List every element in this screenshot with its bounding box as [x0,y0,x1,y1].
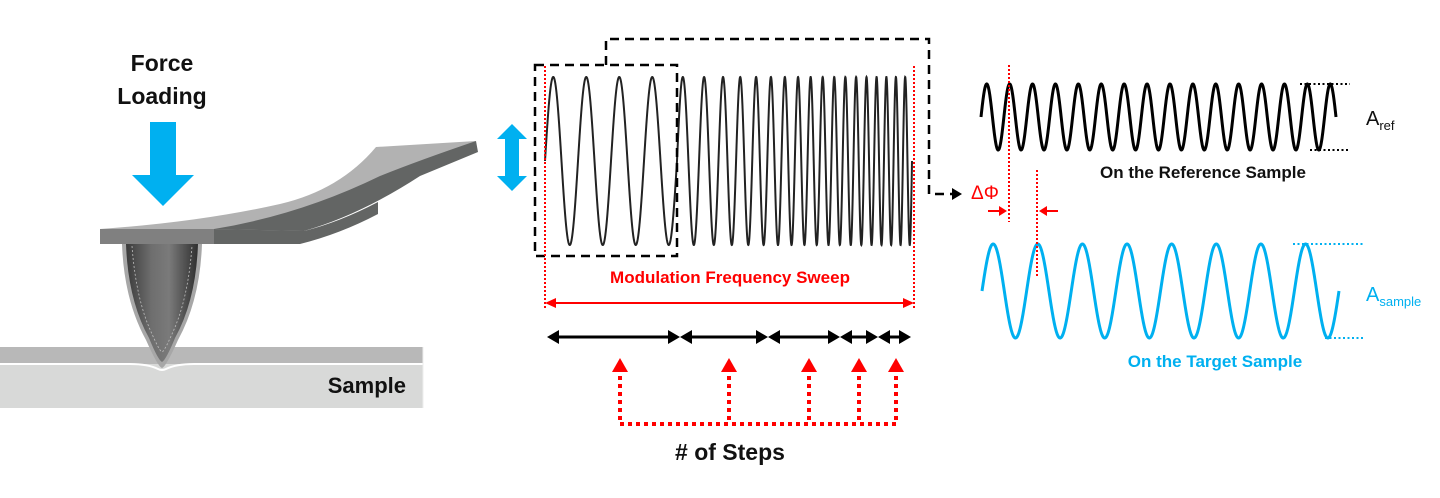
step-arrowhead-right [756,330,768,344]
reference-waveform [979,82,1338,152]
step-arrowhead-left [840,330,852,344]
steps-label: # of Steps [675,439,785,465]
a-ref-main: A [1366,108,1380,130]
target-waveform [980,242,1341,340]
a-sample-label: Asample [1366,284,1421,309]
sweep-waveform [544,74,913,248]
afm-probe-group: Sample Force Loading [0,50,478,408]
step-bracket [612,358,904,426]
sample-body [0,364,423,408]
step-arrowhead-left [547,330,559,344]
step-arrowhead-left [878,330,890,344]
sweep-selection-box [533,63,679,258]
arrow-down-icon [132,122,194,206]
step-arrowhead-left [680,330,692,344]
phase-arrow-right-head [1039,206,1047,216]
step-arrowhead-right [828,330,840,344]
step-pointer-arrowhead [851,358,867,372]
cantilever-front [100,229,214,244]
force-label-line1: Force [131,50,194,76]
sweep-group: Modulation Frequency Sweep # of Steps [497,37,962,465]
a-sample-sub: sample [1379,294,1421,309]
a-ref-label: Aref [1366,108,1395,133]
cantilever-side [214,141,478,231]
sample-top-layer [0,347,423,364]
force-label-line2: Loading [117,83,206,109]
sample-indent-line [0,363,423,371]
cantilever-side-front [214,202,378,244]
step-pointer-arrowhead [888,358,904,372]
step-pointer-arrowhead [721,358,737,372]
sweep-connector-dashed [604,37,952,196]
target-label: On the Target Sample [1128,352,1302,371]
sweep-span-arrow-right [903,298,914,308]
connector-arrowhead [952,188,962,200]
a-sample-main: A [1366,284,1380,306]
sweep-span-arrow-left [545,298,556,308]
delta-phi-label: ΔΦ [971,183,999,204]
step-pointer-arrowhead [801,358,817,372]
step-pointer-arrowhead [612,358,628,372]
step-arrowhead-left [768,330,780,344]
phase-arrow-left-head [999,206,1007,216]
step-arrowhead-right [866,330,878,344]
step-arrows [547,330,911,344]
sweep-label: Modulation Frequency Sweep [610,268,850,287]
sample-label: Sample [328,373,406,398]
step-arrowhead-right [899,330,911,344]
a-ref-sub: ref [1379,118,1395,133]
cantilever-top [100,141,476,231]
reference-label: On the Reference Sample [1100,163,1306,182]
response-group: Aref On the Reference Sample Asample On … [971,65,1421,371]
probe-tip [126,244,198,362]
probe-tip-contour [131,245,193,353]
step-arrowhead-right [668,330,680,344]
arrow-up-down-icon [497,124,527,191]
